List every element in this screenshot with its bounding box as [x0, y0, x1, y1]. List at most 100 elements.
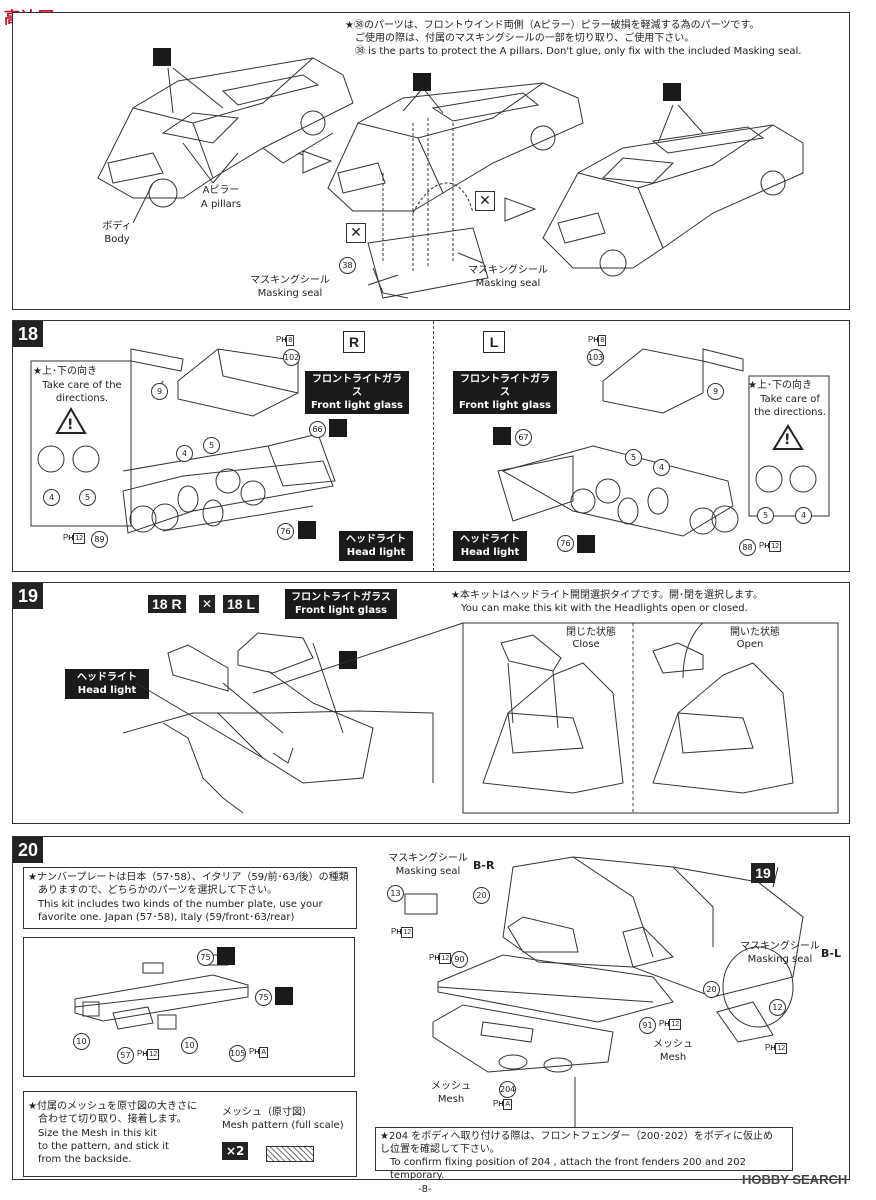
headlight-box-l: ヘッドライト Head light	[453, 531, 527, 561]
part-5: 5	[203, 437, 220, 454]
step-number: 19	[13, 583, 43, 609]
headlight-en: Head light	[77, 685, 137, 696]
part-90: 90	[451, 951, 468, 968]
mesh-pattern	[266, 1146, 314, 1162]
front-glass-en: Front light glass	[294, 605, 387, 616]
masking-seal-right-jp: マスキングシール	[468, 265, 548, 276]
step-17-drawing	[97, 57, 804, 299]
part-4: 4	[795, 507, 812, 524]
open-label-en: Open	[736, 639, 764, 650]
step-20-drawing	[74, 856, 804, 1127]
warning-icon: !	[784, 432, 791, 448]
right-side-marker: R	[343, 331, 365, 353]
no-glue-icon	[153, 48, 171, 66]
step-17-note-jp1: ★㊳のパーツは、フロントウインド両側（Aピラー）ピラー破損を軽減する為のパーツで…	[345, 20, 760, 31]
no-glue-icon	[413, 73, 431, 91]
care-note-en-left: Take care of the directions.	[754, 394, 826, 418]
glue-icon	[493, 427, 511, 445]
part-5: 5	[757, 507, 774, 524]
part-67: 67	[515, 429, 532, 446]
masking-seal-left-jp: マスキングシール	[250, 275, 330, 286]
step-17-note-en: ㊳ is the parts to protect the A pillars.…	[355, 46, 802, 57]
glue-icon	[339, 651, 357, 669]
part-105: 105	[229, 1045, 246, 1062]
panel-divider	[433, 321, 434, 571]
mesh-note-en3: from the backside.	[38, 1154, 132, 1165]
glue-icon	[275, 987, 293, 1005]
part-76: 76	[277, 523, 294, 540]
left-side-marker: L	[483, 331, 505, 353]
body-label-jp: ボディ	[102, 221, 132, 232]
hobby-search-watermark: HOBBY SEARCH	[742, 1172, 847, 1187]
part-9: 9	[151, 383, 168, 400]
mesh2-label-jp: メッシュ	[431, 1081, 471, 1092]
fix-note-jp2: 位置を確認して下さい。	[390, 1144, 500, 1155]
pattern-label-en: Mesh pattern (full scale)	[222, 1120, 344, 1131]
step-number: 20	[13, 837, 43, 863]
mesh-note-jp1: ★付属のメッシュを原寸図の大きさに	[28, 1101, 197, 1112]
headlight-box: ヘッドライト Head light	[65, 669, 149, 699]
headlight-en: Head light	[460, 547, 520, 558]
step-19-panel: 19 18 R ✕ 18 L フロントライトガラス Front light gl…	[12, 582, 850, 824]
step-ref-18l: 18 L	[223, 595, 260, 613]
page-number: -8-	[418, 1184, 432, 1195]
step-19-drawing	[122, 622, 839, 814]
headlight-jp: ヘッドライト	[77, 672, 137, 683]
part-103: 103	[587, 349, 604, 366]
step-20-panel: 20 ★ナンバープレートは日本（57･58）、イタリア（59/前･63/後）の種…	[12, 836, 850, 1181]
mesh-note-en1: Size the Mesh in this kit	[38, 1128, 158, 1139]
plate-note-jp2: ありますので、どちらかのパーツを選択して下さい。	[38, 885, 278, 896]
fix-note-box: ★204 をボディへ取り付ける際は、フロントフェンダー（200･202）をボディ…	[375, 1127, 793, 1181]
part-89: 89	[91, 531, 108, 548]
a-pillar-label-en: A pillars	[200, 199, 242, 210]
mesh-note-jp2: 合わせて切り取り、接着します。	[38, 1114, 187, 1125]
open-label-jp: 開いた状態	[730, 627, 780, 638]
step-18-drawing	[30, 348, 830, 537]
mesh-note-en2: to the pattern, and stick it	[38, 1141, 169, 1152]
fix-note-en: To confirm fixing position of 204 , atta…	[390, 1157, 746, 1181]
open-close-note-jp: ★本キットはヘッドライト開閉選択タイプです。開･閉を選択します。	[451, 590, 763, 601]
glue-icon	[217, 947, 235, 965]
mask-l-en: Masking seal	[747, 954, 813, 965]
front-glass-jp: フロントライトガラス	[460, 374, 550, 398]
plate-note-en1: This kit includes two kinds of the numbe…	[38, 899, 323, 910]
or-icon: ✕	[199, 595, 215, 613]
front-glass-jp: フロントライトガラス	[312, 374, 402, 398]
mesh-label-jp: メッシュ	[653, 1039, 693, 1050]
mesh-note-box: ★付属のメッシュを原寸図の大きさに 合わせて切り取り、接着します。 Size t…	[23, 1091, 357, 1177]
part-66: 66	[309, 421, 326, 438]
front-glass-box-l: フロントライトガラス Front light glass	[453, 371, 557, 414]
closed-label-en: Close	[572, 639, 600, 650]
part-4: 4	[43, 489, 60, 506]
part-5: 5	[625, 449, 642, 466]
part-12: 12	[769, 999, 786, 1016]
part-13: 13	[387, 885, 404, 902]
part-9: 9	[707, 383, 724, 400]
mask-r-tag: B-R	[473, 859, 495, 872]
watermark-hobby: HOBBY	[742, 1172, 789, 1187]
headlight-box-r: ヘッドライト Head light	[339, 531, 413, 561]
headlight-jp: ヘッドライト	[346, 534, 406, 545]
front-glass-box-r: フロントライトガラス Front light glass	[305, 371, 409, 414]
plate-note-jp1: ★ナンバープレートは日本（57･58）、イタリア（59/前･63/後）の種類	[28, 872, 349, 883]
glue-icon	[577, 535, 595, 553]
front-glass-jp: フロントライトガラス	[291, 592, 391, 603]
no-paint-icon: ✕	[475, 191, 495, 211]
fix-note-jp1: ★204 をボディへ取り付ける際は、フロントフェンダー（200･202）をボディ…	[380, 1131, 774, 1155]
mask-l-jp: マスキングシール	[740, 941, 820, 952]
bumper-detail-box	[23, 937, 355, 1077]
plate-note-box: ★ナンバープレートは日本（57･58）、イタリア（59/前･63/後）の種類 あ…	[23, 867, 357, 929]
pattern-label-jp: メッシュ（原寸図）	[222, 1107, 312, 1118]
step-17-note-jp2: ご使用の際は、付属のマスキングシールの一部を切り取り、ご使用下さい。	[355, 33, 695, 44]
headlight-jp: ヘッドライト	[460, 534, 520, 545]
no-paint-icon: ✕	[346, 223, 366, 243]
glue-icon	[329, 419, 347, 437]
part-57: 57	[117, 1047, 134, 1064]
